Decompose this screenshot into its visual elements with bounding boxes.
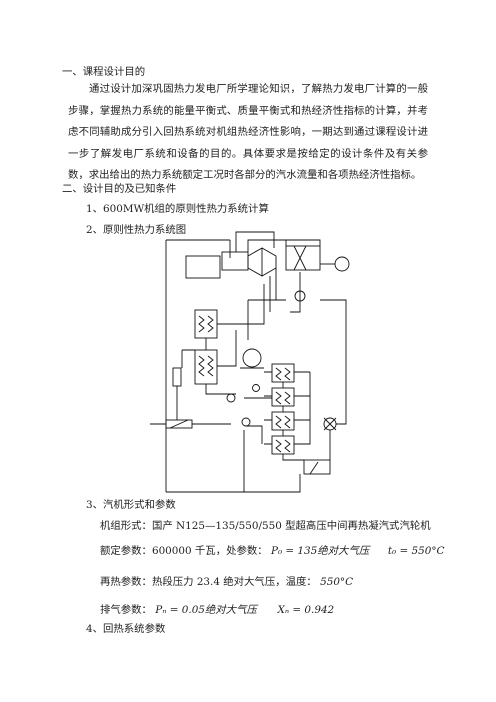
reheat-params-line: 再热参数：热段压力 23.4 绝对大气压，温度： 550°C — [100, 573, 353, 588]
item1-label: 1、600MW机组的原则性热力系统计算 — [86, 203, 269, 215]
item2-label: 2、原则性热力系统图 — [86, 224, 187, 236]
hp-turbine-shape — [247, 247, 263, 277]
reheater-block — [221, 251, 249, 271]
exhaust-xn: Xₙ = 0.942 — [277, 604, 335, 616]
reheat-temp: 550°C — [320, 576, 354, 588]
unit-type-line: 机组形式：国产 N125—135/550/550 型超高压中间再热凝汽式汽轮机 — [100, 520, 431, 532]
section2-heading: 二、设计目的及已知条件 — [62, 183, 177, 195]
exhaust-prefix: 排气参数： — [100, 604, 152, 616]
rated-t0: t₀ = 550°C — [387, 545, 445, 557]
reheat-text: 再热参数：热段压力 23.4 绝对大气压，温度： — [100, 576, 317, 588]
boiler-block — [185, 255, 221, 279]
exhaust-params-line: 排气参数： Pₙ = 0.05绝对大气压 Xₙ = 0.942 — [100, 601, 334, 616]
section1-paragraph: 通过设计加深巩固热力发电厂所学理论知识，了解热力发电厂计算的一般步骤，掌握热力系… — [68, 83, 428, 182]
item3-label: 3、汽机形式和参数 — [86, 499, 176, 511]
rated-prefix: 额定参数：600000 千瓦，处参数： — [100, 545, 268, 557]
deaerator-icon — [242, 348, 262, 368]
rated-params-line: 额定参数：600000 千瓦，处参数： P₀ = 135绝对大气压 t₀ = 5… — [100, 542, 445, 557]
item4-label: 4、回热系统参数 — [86, 623, 166, 635]
generator-icon — [334, 256, 350, 272]
rated-p0: P₀ = 135绝对大气压 — [270, 545, 370, 557]
section1-heading: 一、课程设计目的 — [62, 66, 146, 78]
exhaust-pn: Pₙ = 0.05绝对大气压 — [155, 604, 257, 616]
